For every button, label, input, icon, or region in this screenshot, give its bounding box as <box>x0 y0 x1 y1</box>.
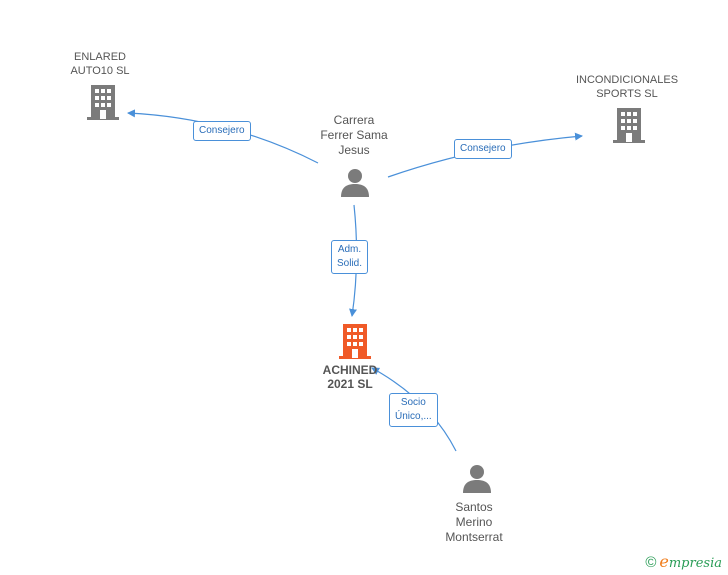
node-enlared-label: ENLARED AUTO10 SL <box>70 51 130 77</box>
edge-label-adm-solid[interactable]: Adm. Solid. <box>331 240 369 274</box>
copyright-symbol: © <box>645 554 657 571</box>
edge-label-consejero[interactable]: Consejero <box>454 139 512 159</box>
building-icon[interactable] <box>87 84 119 120</box>
person-icon[interactable] <box>462 464 492 494</box>
node-santos-label: Santos Merino Montserrat <box>445 500 503 544</box>
person-icon[interactable] <box>340 168 370 198</box>
building-main-icon[interactable] <box>339 323 371 359</box>
footer-brand[interactable]: © empresia <box>645 552 722 571</box>
building-icon[interactable] <box>613 107 645 143</box>
node-incondicionales-label: INCONDICIONALES SPORTS SL <box>575 74 679 100</box>
edge-label-socio-unico[interactable]: Socio Único,... <box>389 393 438 427</box>
edge-label-consejero[interactable]: Consejero <box>193 121 251 141</box>
node-achined-label: ACHINED 2021 SL <box>322 363 378 391</box>
node-carrera-label: Carrera Ferrer Sama Jesus <box>320 113 388 157</box>
brand-logo: empresia <box>659 552 722 571</box>
